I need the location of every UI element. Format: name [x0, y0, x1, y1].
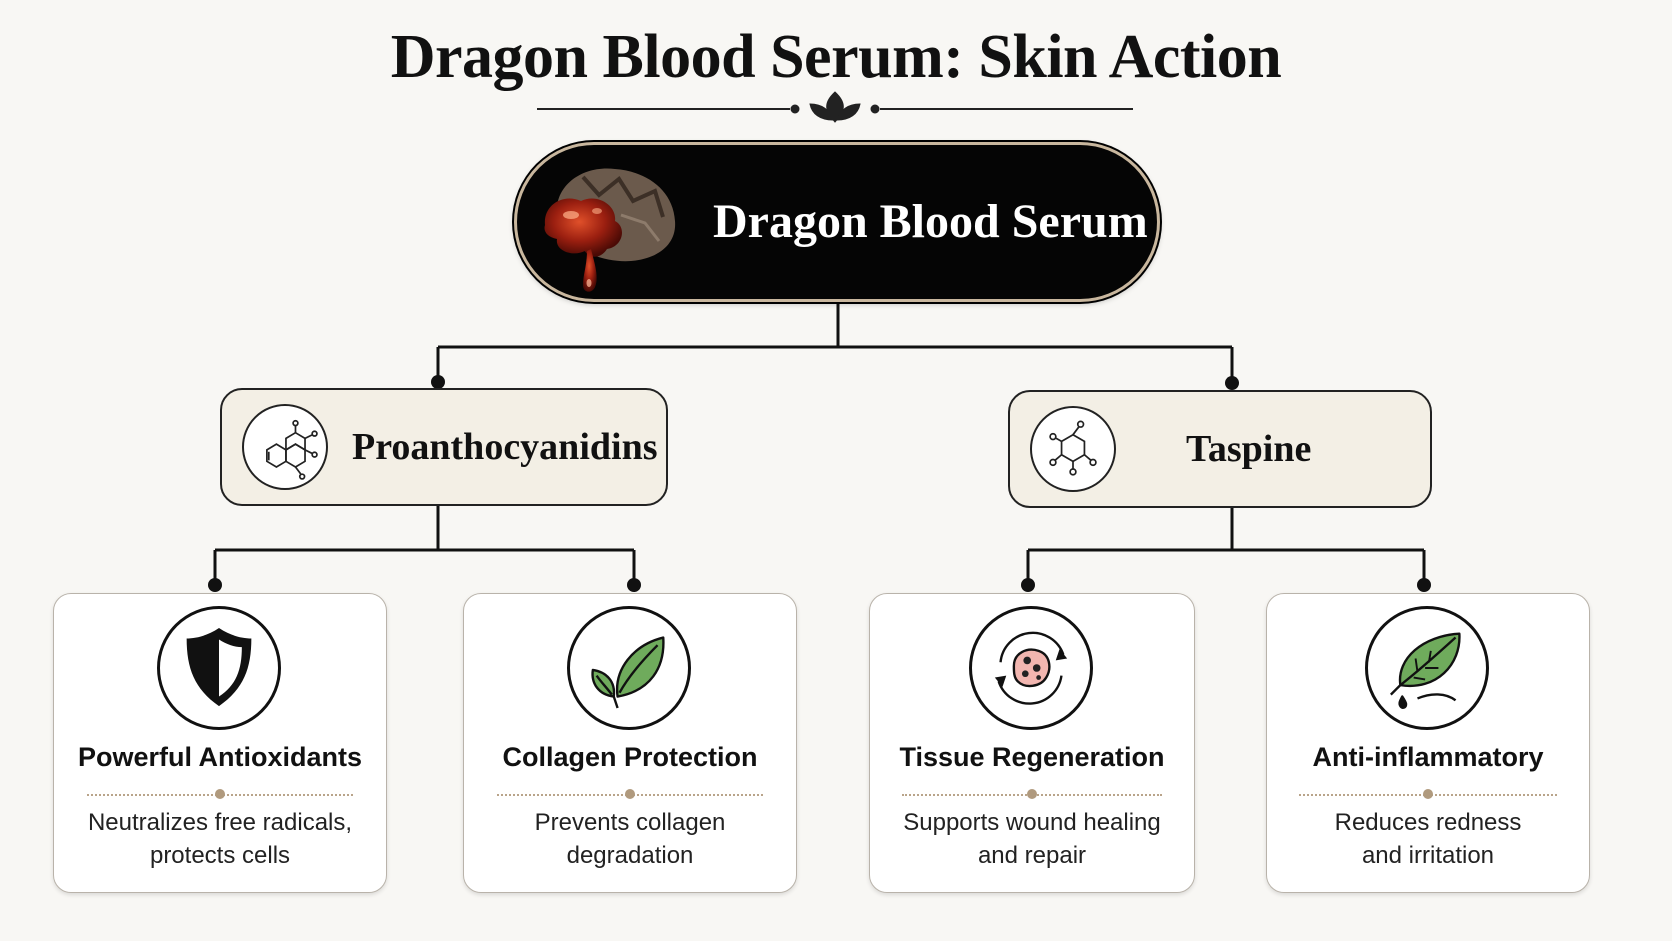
molecule-icon: [242, 404, 328, 490]
root-node: Dragon Blood Serum: [514, 142, 1160, 302]
leaf-drop-icon: [1365, 606, 1489, 730]
effect-description: Prevents collagen degradation: [534, 809, 726, 869]
compound-label: Proanthocyanidins: [352, 426, 658, 468]
separator-dot: [215, 789, 225, 799]
effect-card-collagen: Collagen Protection Prevents collagen de…: [463, 593, 797, 893]
compound-node-proanthocyanidins: Proanthocyanidins: [220, 388, 668, 506]
effect-card-regeneration: Tissue Regeneration Supports wound heali…: [869, 593, 1195, 893]
dragon-blood-resin-image: [535, 155, 681, 295]
shield-icon: [157, 606, 281, 730]
effect-description: Reduces redness and irritation: [1334, 809, 1522, 869]
separator-dot: [625, 789, 635, 799]
root-label: Dragon Blood Serum: [713, 195, 1148, 248]
separator-dot: [1423, 789, 1433, 799]
page-title: Dragon Blood Serum: Skin Action: [390, 23, 1282, 91]
effect-card-anti-inflammatory: Anti-inflammatory Reduces redness and ir…: [1266, 593, 1590, 893]
effect-title: Tissue Regeneration: [899, 742, 1165, 772]
compound-node-taspine: Taspine: [1008, 390, 1432, 508]
cell-regeneration-icon: [969, 606, 1093, 730]
effect-title: Powerful Antioxidants: [77, 742, 362, 772]
title-ornament: [537, 91, 1133, 123]
leaves-icon: [567, 606, 691, 730]
molecule-icon: [1030, 406, 1116, 492]
compound-label: Taspine: [1186, 428, 1312, 470]
effect-title: Anti-inflammatory: [1312, 742, 1544, 772]
effect-description: Neutralizes free radicals, protects cell…: [87, 809, 353, 869]
effect-title: Collagen Protection: [502, 742, 758, 772]
effect-card-antioxidants: Powerful Antioxidants Neutralizes free r…: [53, 593, 387, 893]
effect-description: Supports wound healing and repair: [903, 809, 1161, 869]
separator-dot: [1027, 789, 1037, 799]
